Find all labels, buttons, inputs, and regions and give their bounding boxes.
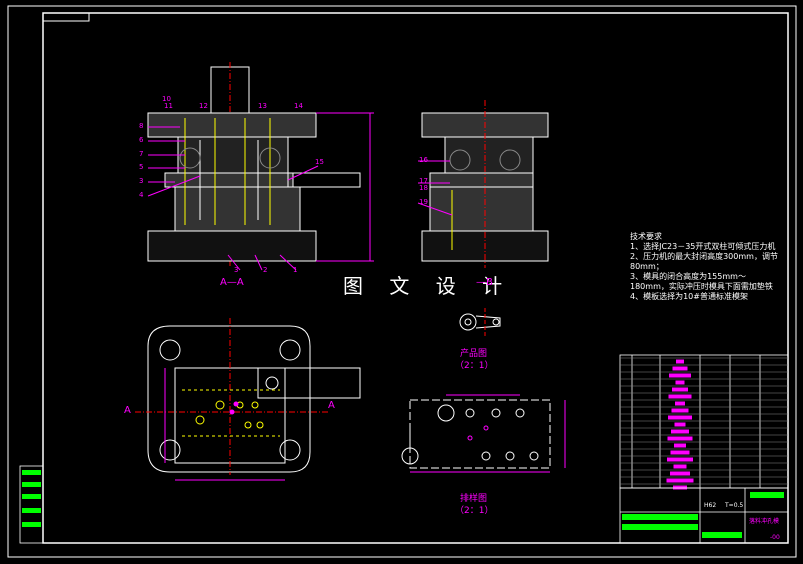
cut-mark-right: A	[328, 400, 335, 411]
strip-layout	[401, 394, 566, 473]
parts-list-cell-mark	[672, 387, 688, 392]
layout-caption: 排样图	[460, 494, 488, 504]
product-scale: （2：1）	[455, 361, 494, 371]
drawing-name: 落料冲孔模	[749, 518, 780, 525]
watermark-text: 图 文 设 计	[343, 274, 513, 298]
parts-list-cell-mark	[671, 429, 689, 434]
parts-list-cell-mark	[667, 457, 693, 462]
material-label: H62	[704, 502, 717, 509]
tech-note-item: 4、模板选择为10#普通标准模架	[630, 292, 748, 301]
parts-list-cell-mark	[670, 471, 690, 476]
tech-note-item: 3、模具的闭合高度为155mm～180mm，实际冲压时模具下面需加垫铁	[630, 272, 773, 291]
part-number: 18	[419, 184, 428, 192]
parts-list-cell-mark	[671, 408, 689, 413]
part-number: 3	[234, 266, 239, 274]
parts-list-cell-mark	[675, 401, 685, 406]
parts-list-cell-mark	[668, 415, 692, 420]
parts-list-cell-mark	[673, 485, 687, 490]
part-number: 1	[293, 266, 298, 274]
part-number: 13	[258, 102, 267, 110]
thickness-label: T=0.5	[725, 502, 744, 509]
part-number: 3	[139, 177, 144, 185]
part-number: 11	[164, 102, 173, 110]
parts-list-cell-mark	[668, 394, 692, 399]
part-number: 14	[294, 102, 303, 110]
technical-requirements: 技术要求 1、选择JC23－35开式双柱可倾式压力机 2、压力机的最大封闭高度3…	[630, 232, 780, 302]
parts-list-table	[619, 354, 789, 489]
parts-list-cell-mark	[670, 450, 690, 455]
title-block	[619, 487, 789, 544]
tech-note-item: 1、选择JC23－35开式双柱可倾式压力机	[630, 242, 776, 251]
parts-list-cell-mark	[674, 422, 686, 427]
product-drawing	[459, 308, 501, 338]
side-section-view	[417, 100, 549, 268]
main-section-view	[147, 62, 374, 271]
tech-notes-title: 技术要求	[630, 232, 662, 241]
layout-scale: （2：1）	[455, 506, 494, 516]
left-margin-table	[19, 465, 44, 544]
part-number: 12	[199, 102, 208, 110]
parts-list-cell-mark	[675, 380, 685, 385]
part-number: 2	[263, 266, 268, 274]
part-number: 17	[419, 177, 428, 185]
cut-mark-left: A	[124, 405, 131, 416]
plan-view	[135, 318, 361, 481]
part-number: 7	[139, 150, 144, 158]
outer-frame	[7, 5, 797, 558]
part-number: 15	[315, 158, 324, 166]
part-number: 6	[139, 136, 144, 144]
parts-list-cell-mark	[666, 478, 694, 483]
parts-list-cell-mark	[676, 359, 684, 364]
part-number: 8	[139, 122, 144, 130]
tech-note-item: 2、压力机的最大封闭高度300mm，调节80mm；	[630, 252, 778, 271]
part-number: 19	[419, 198, 428, 206]
sheet-number: -00	[770, 534, 780, 541]
inner-frame	[42, 12, 789, 544]
part-number: 5	[139, 163, 144, 171]
product-caption: 产品图	[460, 349, 488, 359]
section-label-main: A—A	[220, 277, 244, 288]
parts-list-cell-mark	[672, 366, 688, 371]
parts-list-cell-mark	[669, 373, 691, 378]
parts-list-cell-mark	[667, 436, 693, 441]
part-number: 10	[162, 95, 171, 103]
part-number: 16	[419, 156, 428, 164]
parts-list-cell-mark	[674, 443, 686, 448]
section-label-side: —B	[476, 277, 493, 288]
part-number: 4	[139, 191, 144, 199]
parts-list-rows	[620, 357, 788, 490]
parts-list-cell-mark	[673, 464, 687, 469]
top-left-tab	[42, 12, 90, 22]
